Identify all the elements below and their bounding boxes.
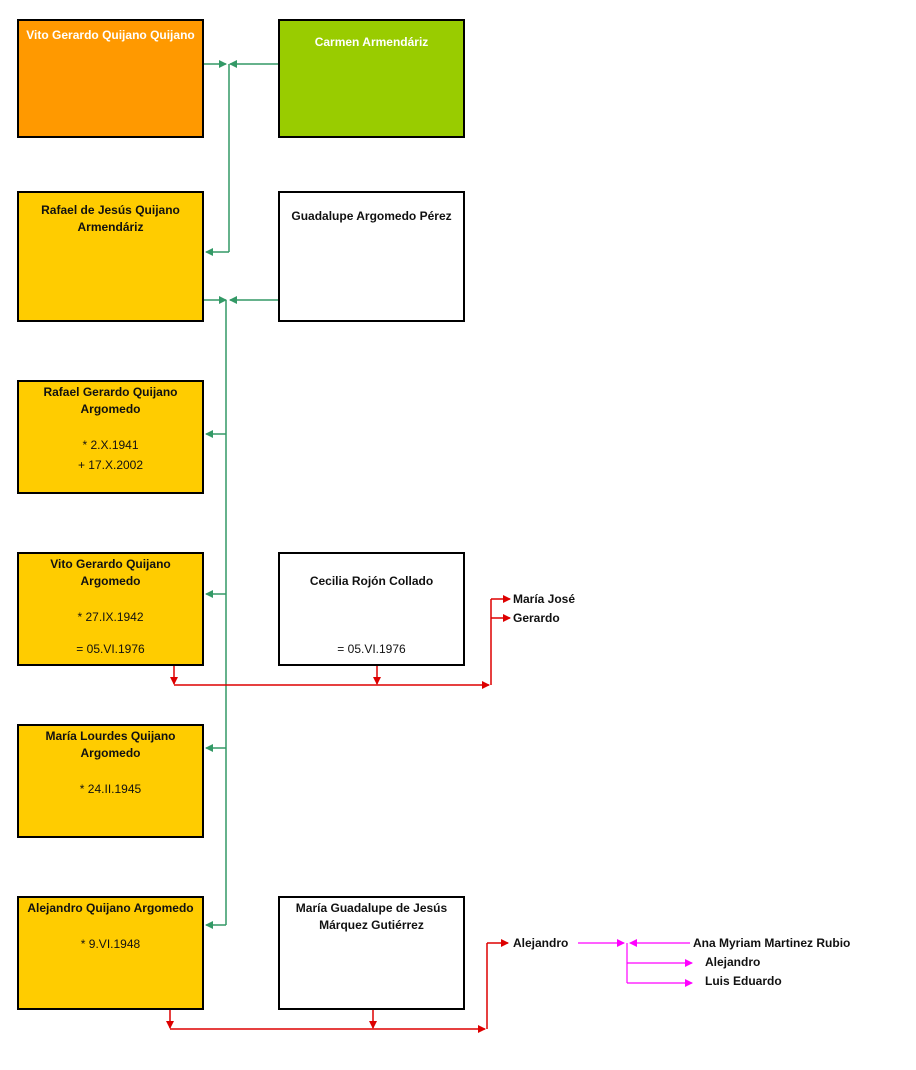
grandchild-lines — [578, 939, 693, 987]
person-name: Rafael Gerardo Quijano Argomedo — [43, 385, 178, 416]
person-name: Alejandro Quijano Argomedo — [27, 901, 194, 915]
person-box-guadalupe-argomedo: Guadalupe Argomedo Pérez — [278, 191, 465, 322]
lineage-lines-gen2 — [204, 296, 278, 929]
marriage-date: = 05.VI.1976 — [76, 642, 145, 656]
birth-date: * 2.X.1941 — [82, 438, 139, 452]
birth-date: * 27.IX.1942 — [77, 610, 144, 624]
grandchild-label-luis-eduardo: Luis Eduardo — [705, 974, 782, 988]
person-name: María Guadalupe de Jesús Márquez Gutiérr… — [295, 901, 448, 932]
person-name: Rafael de Jesús Quijano Armendáriz — [41, 203, 180, 234]
person-name: Carmen Armendáriz — [314, 35, 429, 49]
person-name: Cecilia Rojón Collado — [309, 574, 434, 588]
person-name: Vito Gerardo Quijano Quijano — [26, 28, 195, 42]
marriage-date: = 05.VI.1976 — [337, 642, 406, 656]
person-box-maria-lourdes: María Lourdes Quijano Argomedo * 24.II.1… — [17, 724, 204, 838]
marriage-lines-alejandro-maria — [166, 939, 509, 1033]
person-box-cecilia-rojon: Cecilia Rojón Collado = 05.VI.1976 — [278, 552, 465, 666]
person-box-carmen-armendariz: Carmen Armendáriz — [278, 19, 465, 138]
person-box-maria-guadalupe-marquez: María Guadalupe de Jesús Márquez Gutiérr… — [278, 896, 465, 1010]
child-label-alejandro: Alejandro — [513, 936, 569, 950]
birth-date: * 24.II.1945 — [79, 782, 142, 796]
grandchild-label-alejandro: Alejandro — [705, 955, 761, 969]
marriage-lines-vito-cecilia — [170, 595, 511, 689]
person-box-vito-gerardo-quijano-quijano: Vito Gerardo Quijano Quijano — [17, 19, 204, 138]
person-box-rafael-gerardo: Rafael Gerardo Quijano Argomedo * 2.X.19… — [17, 380, 204, 494]
person-name: Vito Gerardo Quijano Argomedo — [50, 557, 171, 588]
child-label-gerardo: Gerardo — [513, 611, 560, 625]
person-box-alejandro-quijano: Alejandro Quijano Argomedo * 9.VI.1948 — [17, 896, 204, 1010]
child-label-maria-jose: María José — [513, 592, 576, 606]
birth-date: * 9.VI.1948 — [80, 937, 141, 951]
person-box-rafael-de-jesus: Rafael de Jesús Quijano Armendáriz — [17, 191, 204, 322]
spouse-label-ana-myriam: Ana Myriam Martinez Rubio — [693, 936, 851, 950]
person-name: María Lourdes Quijano Argomedo — [45, 729, 176, 760]
person-name: Guadalupe Argomedo Pérez — [291, 209, 452, 223]
person-box-vito-gerardo-argomedo: Vito Gerardo Quijano Argomedo * 27.IX.19… — [17, 552, 204, 666]
death-date: + 17.X.2002 — [77, 458, 144, 472]
lineage-lines-gen1 — [204, 60, 278, 256]
